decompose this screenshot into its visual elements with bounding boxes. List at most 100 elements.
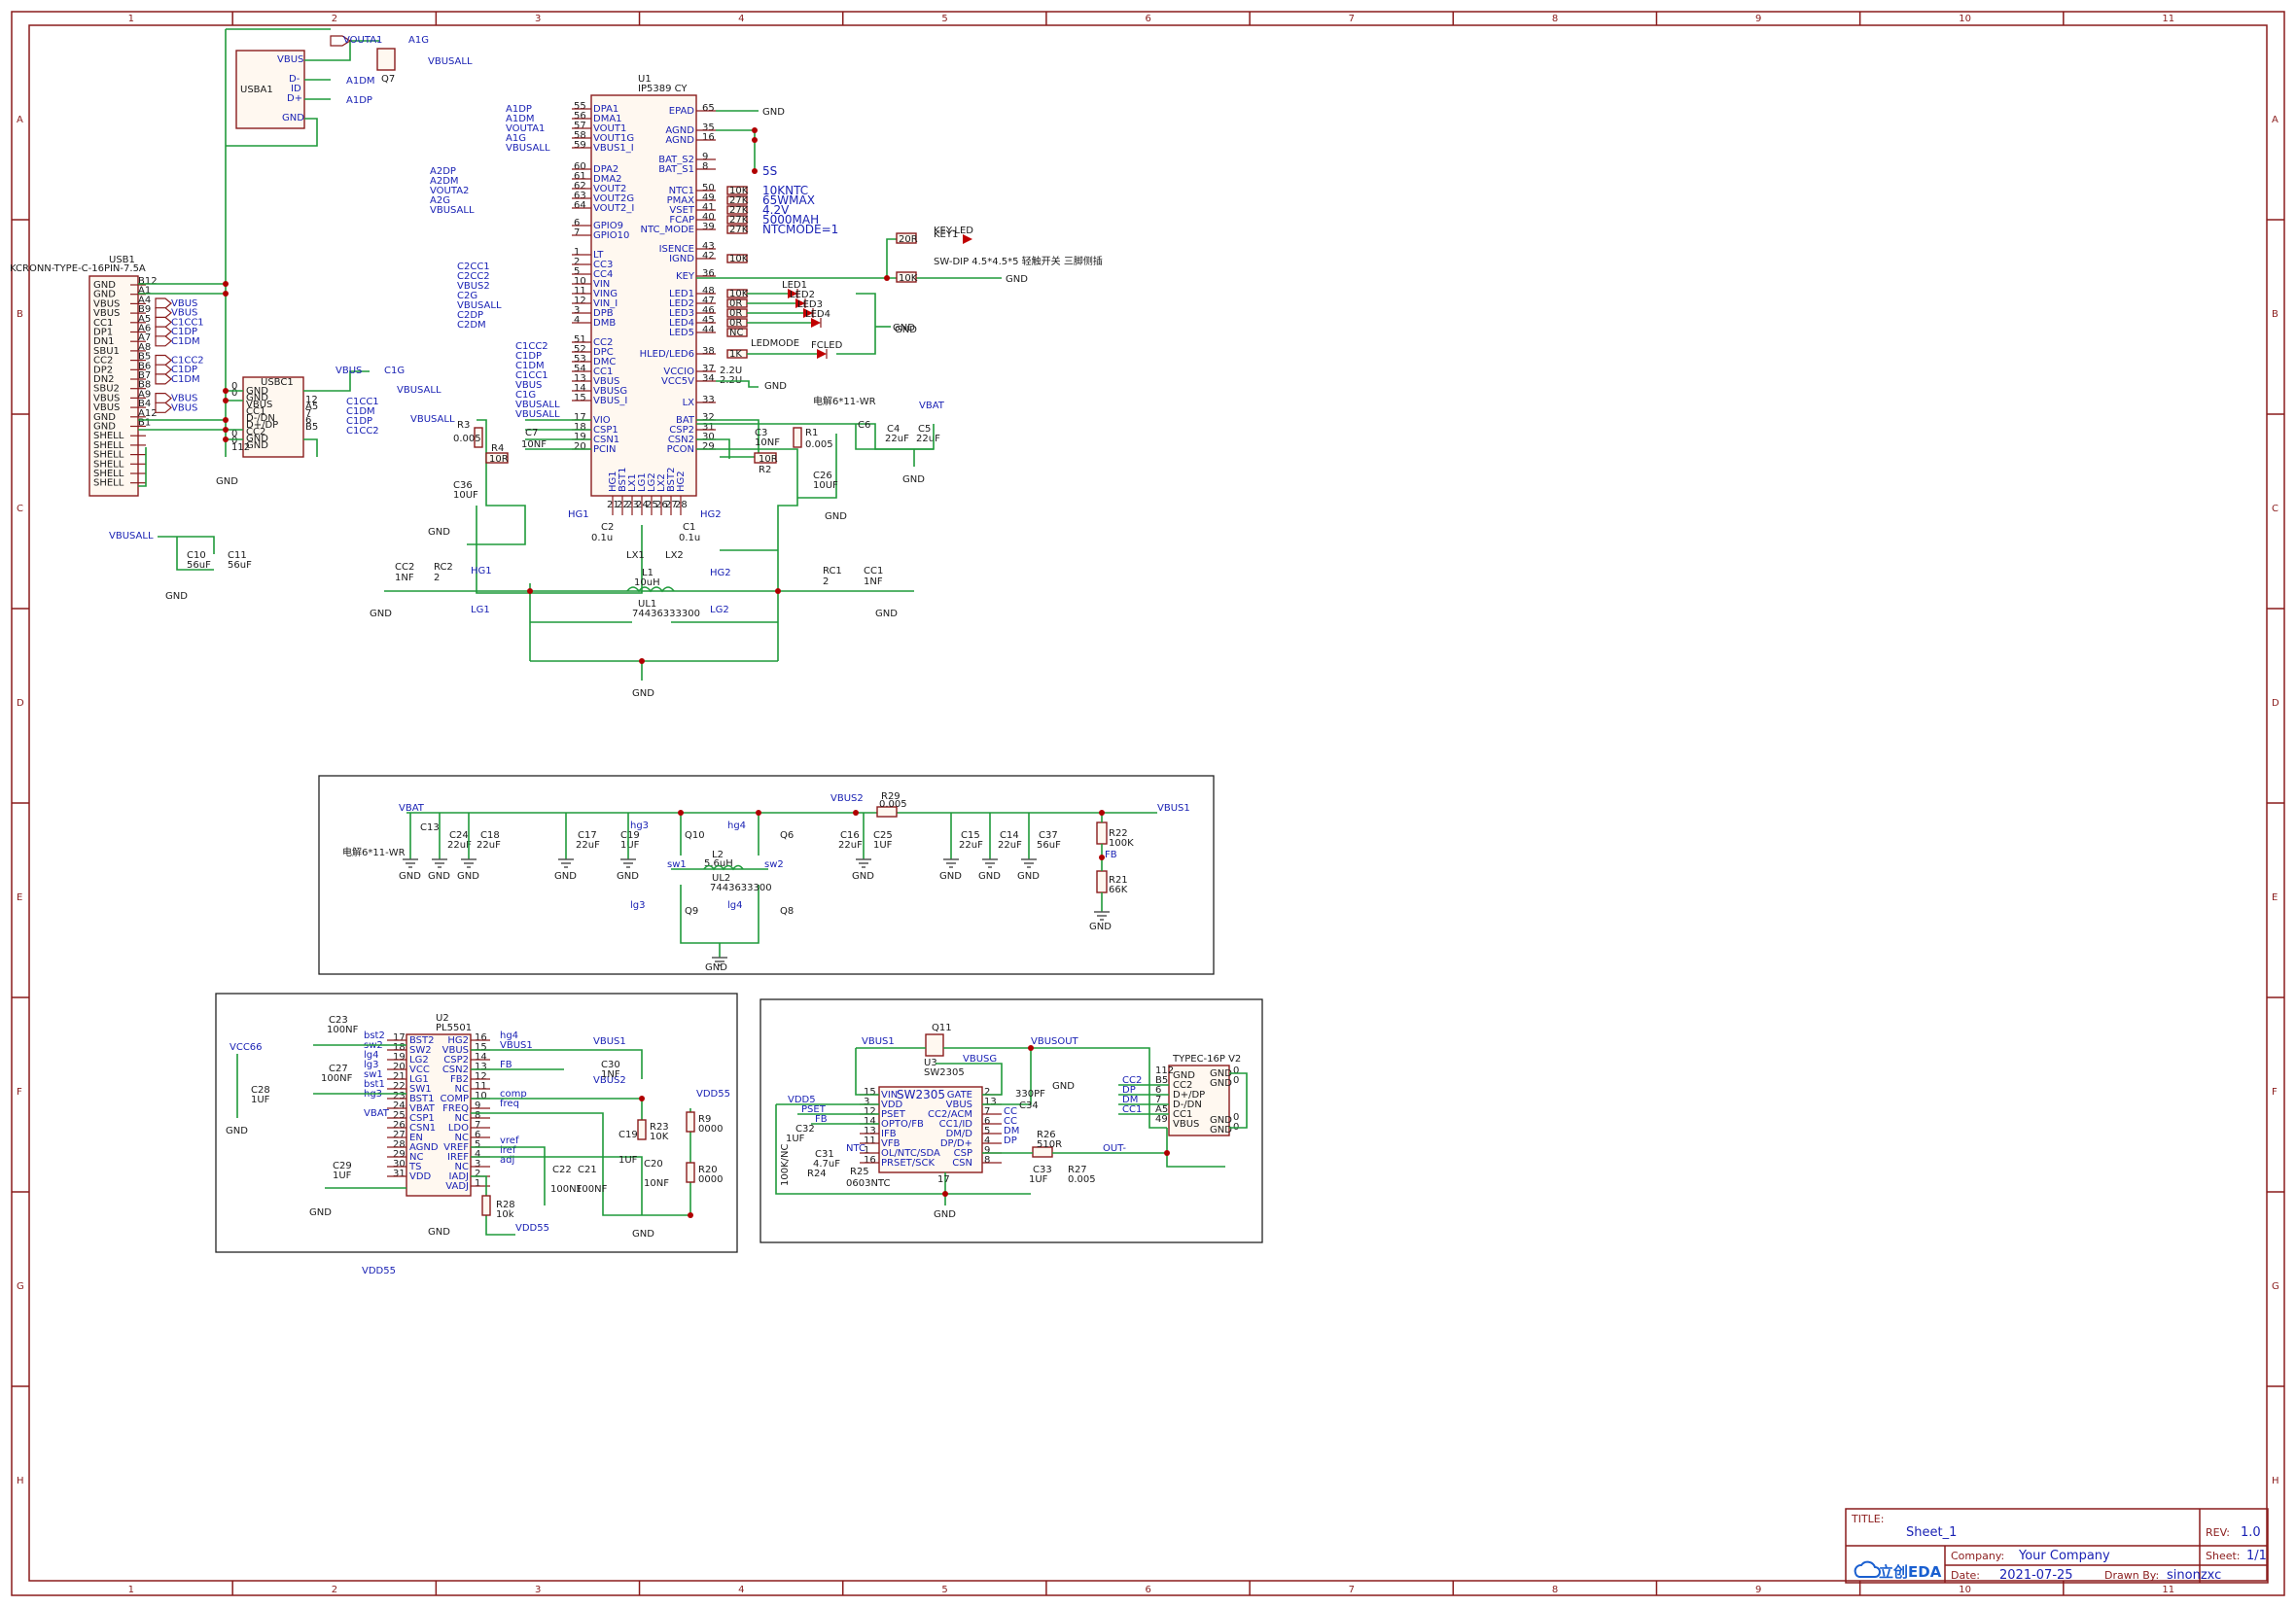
u2-pin-num: 31 [393,1169,406,1179]
c4-ref: C4 [887,424,900,435]
u1-res [726,195,748,205]
u1-pin-name: KEY [676,271,695,282]
c33-ref: C33 [1033,1165,1052,1175]
usbc1-pin-name: D+/DP [246,420,278,431]
c21-ref: C21 [578,1165,597,1175]
usbc1-net-c1g: C1G [384,366,405,376]
r26-body [1032,1146,1053,1158]
u1-left-net: VBUS [515,380,542,391]
u3-body [878,1086,983,1173]
u1-pin-name: VCCIO [663,367,694,377]
grid-col-label: 11 [2162,1585,2174,1595]
u1-pin-num: 51 [574,334,586,345]
u1-pin-num: 46 [702,305,715,316]
led-icon [795,298,805,308]
usb1-pin-num: A4 [138,295,151,305]
boost-vbat: VBAT [399,803,425,814]
usbc1-pin-name: GND [246,440,268,451]
usb1-pin-name: VBUS [93,308,120,319]
typec2-pin-name: GND [1210,1115,1232,1126]
lg4-net: lg4 [727,900,743,911]
u2-pin-num: 17 [393,1032,406,1043]
u2-left-net: sw1 [364,1069,383,1080]
c36-gnd: GND [428,527,450,538]
u3-title: SW2305 [897,1088,945,1101]
grid-col-label: 7 [1349,14,1355,24]
u1-res-val: 27K [729,195,749,206]
net-flag [155,373,172,385]
u2-pin-name: NC [455,1162,469,1172]
grid-col-label: 3 [535,14,541,24]
u3-ntc: NTC [846,1143,865,1154]
u1-pin-num: 63 [574,191,586,201]
c20-ref: C20 [644,1159,663,1170]
usbc1-pin-num: 0 [231,429,237,439]
u1-left-net: C2CC2 [457,271,490,282]
u1-left-net: C1CC1 [515,370,548,381]
usb1-pin-num: B9 [138,304,151,315]
junction [223,281,229,287]
c5-val: 22uF [916,434,940,444]
u1-pin-name: VSET [669,205,695,216]
c36-ref: C36 [453,480,473,491]
u1-left-net: VBUSALL [515,409,560,420]
wire [303,438,318,457]
u1-pin-num: 31 [702,422,715,433]
u1-pin-name: DMB [593,318,616,329]
grid-col-label: 1 [128,14,134,24]
u2-pin-num: 14 [475,1052,487,1063]
u1-pin-num: 50 [702,183,715,193]
u1-pin-name: VBUS1_I [593,143,634,154]
u2-pin-num: 26 [393,1120,406,1131]
usba1-pin-vbus: VBUS [277,54,303,65]
u2-gnd: GND [428,1227,450,1238]
u3-right-net: CC [1004,1106,1017,1117]
u1-pin-num: 11 [574,286,586,297]
u2-pin-num: 25 [393,1110,406,1121]
c22-ref: C22 [552,1165,572,1175]
usb1-net-label: C1DM [171,374,200,385]
r23-val: 10K [650,1132,669,1142]
u2-pin-num: 29 [393,1149,406,1160]
c28-gnd: GND [226,1126,248,1136]
u1-pin-num: 2 [574,257,580,267]
usb1-pin-num: A9 [138,389,151,400]
u2-pin-num: 21 [393,1071,406,1082]
usba1-net-a1g: A1G [408,35,429,46]
r4-body [485,452,509,464]
r1-body [793,427,802,448]
u3-pset: PSET [801,1104,827,1115]
net-flag [155,393,172,404]
u2-part: PL5501 [436,1023,472,1033]
key-led-label: KEY-LED [934,226,973,236]
u1-pin-name: LX [683,398,695,408]
u1-part: IP5389 CY [638,84,688,94]
u2-pin-name: FB2 [450,1074,469,1085]
u2-pin-num: 15 [475,1042,487,1053]
u3-vbusg: VBUSG [963,1054,997,1065]
c29-gnd: GND [309,1207,332,1218]
date-label: Date: [1951,1569,1980,1582]
usb1-pin-name: CC2 [93,356,113,367]
u2-pin-name: CSP2 [443,1055,469,1066]
r28-val: 10k [496,1209,514,1220]
grid-row-label: G [17,1281,24,1292]
u2-pin-name: LG1 [409,1074,429,1085]
c24-ref: C24 [449,830,469,841]
u3-pin-num: 11 [864,1135,876,1146]
r29-val: 0.005 [879,799,907,810]
u1-pin-name: VING [593,289,618,299]
u1-pin-num: 30 [702,432,715,442]
c10-ref: C10 [187,550,206,561]
junction [942,1191,948,1197]
u2-pin-name: VDD [409,1171,432,1182]
u1-pin-num: 33 [702,395,715,405]
led-gnd: GND [893,323,915,333]
u1-pin-num: 59 [574,140,586,151]
u2-pin-num: 27 [393,1130,406,1140]
junction [752,127,758,133]
u1-pin-num: 40 [702,212,715,223]
u1-pin-name: BST2 [666,467,677,492]
r20-val: 0000 [698,1174,723,1185]
c26-gnd: GND [825,511,847,522]
